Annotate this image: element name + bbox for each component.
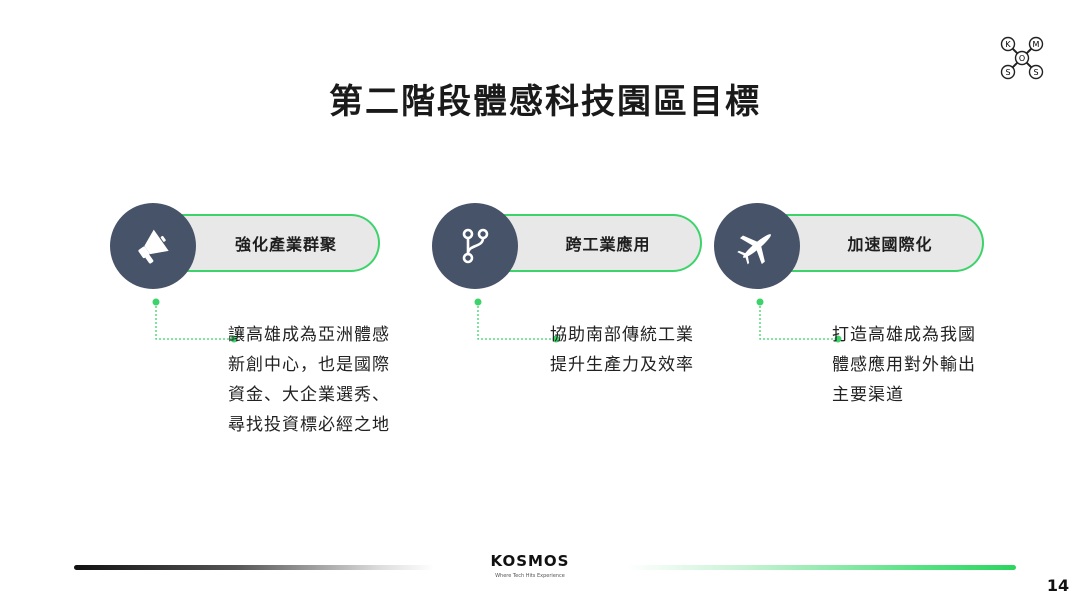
megaphone-icon [138, 229, 169, 264]
connector-line [474, 298, 560, 343]
page-number: 14 [1046, 576, 1070, 595]
goal-description-line: 資金、大企業選秀、 [228, 385, 390, 405]
goal-icon-circle [110, 203, 196, 289]
connector-line [756, 298, 842, 343]
logo-letter-s1: S [1005, 68, 1010, 77]
git-branch-icon [462, 228, 489, 264]
goal-pill [490, 214, 702, 272]
goal-description: 讓高雄成為亞洲體感 新創中心，也是國際 資金、大企業選秀、 尋找投資標必經之地 [228, 320, 428, 440]
logo-letter-k: K [1005, 40, 1011, 49]
logo-letter-m: M [1033, 40, 1040, 49]
logo-letter-s2: S [1033, 68, 1038, 77]
goal-card-internationalization: 加速國際化 打造高雄成為我國 體感應用對外輸出 主要渠道 [714, 203, 994, 443]
goal-description-line: 打造高雄成為我國 [832, 325, 976, 345]
footer-bar-left [74, 565, 434, 570]
logo-letter-o: O [1019, 54, 1025, 63]
goal-description-line: 協助南部傳統工業 [550, 325, 694, 345]
goal-label: 強化產業群聚 [234, 235, 337, 254]
footer-tagline: Where Tech Hits Experience [495, 573, 565, 579]
goal-label: 跨工業應用 [565, 235, 651, 254]
airplane-icon [737, 234, 771, 265]
goal-description-line: 體感應用對外輸出 [832, 355, 976, 375]
goal-pill [168, 214, 380, 272]
kosmos-logo-mark: K M O S S [1000, 36, 1044, 80]
goal-description: 協助南部傳統工業 提升生產力及效率 [550, 320, 750, 380]
goal-card-cross-industry: 跨工業應用 協助南部傳統工業 提升生產力及效率 [432, 203, 712, 443]
goal-pill [772, 214, 984, 272]
goal-description-line: 尋找投資標必經之地 [228, 415, 390, 435]
goal-description-line: 新創中心，也是國際 [228, 355, 390, 375]
goal-icon-circle [714, 203, 800, 289]
page-title: 第二階段體感科技園區目標 [329, 82, 761, 122]
goal-icon-circle [432, 203, 518, 289]
footer-bar-right [626, 565, 1016, 570]
goal-description-line: 讓高雄成為亞洲體感 [228, 325, 390, 345]
goal-description-line: 主要渠道 [832, 385, 904, 405]
goal-description: 打造高雄成為我國 體感應用對外輸出 主要渠道 [832, 320, 1032, 410]
footer-brand: KOSMOS [490, 552, 570, 570]
goal-card-industry-cluster: 強化產業群聚 讓高雄成為亞洲體感 新創中心，也是國際 資金、大企業選秀、 尋找投… [110, 203, 390, 443]
goal-label: 加速國際化 [847, 235, 933, 254]
goal-description-line: 提升生產力及效率 [550, 355, 694, 375]
connector-line [152, 298, 238, 343]
